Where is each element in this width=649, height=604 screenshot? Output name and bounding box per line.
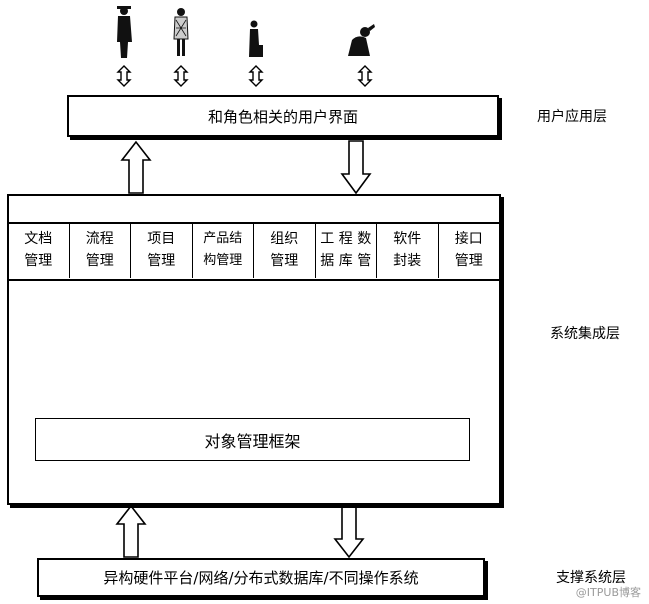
layer-label-support-system: 支撑系统层 <box>556 570 626 586</box>
module-row-bottom-border <box>9 279 499 281</box>
up-arrow-to-ui <box>120 140 152 194</box>
object-framework-label: 对象管理框架 <box>204 431 301 451</box>
support-platform-box: 异构硬件平台/网络/分布式数据库/不同操作系统 <box>37 558 485 597</box>
down-arrow-from-ui <box>340 140 372 195</box>
up-arrow-from-support <box>115 504 147 558</box>
module-row: 文档 管理 流程 管理 项目 管理 产品结 构管理 组织 管理 工 程 数 据 … <box>8 222 499 278</box>
watermark: @ITPUB博客 <box>575 586 641 599</box>
layer-label-user-application: 用户应用层 <box>537 109 607 125</box>
role-ui-label: 和角色相关的用户界面 <box>207 107 358 126</box>
module-interface-management: 接口 管理 <box>454 231 483 269</box>
module-engineering-database: 工 程 数 据 库 管 <box>316 222 377 278</box>
person-patterned-icon <box>173 8 189 56</box>
module-row-top-border <box>9 222 499 224</box>
down-arrow-to-support <box>333 505 365 559</box>
module-document-management: 文档 管理 <box>8 222 70 278</box>
person-seated-icon <box>249 20 263 57</box>
user-interaction-arrow <box>116 65 373 87</box>
support-platform-label: 异构硬件平台/网络/分布式数据库/不同操作系统 <box>103 569 419 587</box>
person-at-desk-icon <box>348 24 375 56</box>
module-project-management: 项目 管理 <box>131 222 193 278</box>
role-ui-box: 和角色相关的用户界面 <box>67 95 499 137</box>
layer-label-system-integration: 系统集成层 <box>550 326 620 342</box>
object-framework-box: 对象管理框架 <box>35 418 470 461</box>
person-standing-icon <box>117 6 132 58</box>
module-organization-management: 组织 管理 <box>254 222 316 278</box>
module-workflow-management: 流程 管理 <box>70 222 131 278</box>
module-software-encapsulation: 软件 封装 <box>377 222 439 278</box>
module-product-structure-management: 产品结 构管理 <box>193 222 254 278</box>
